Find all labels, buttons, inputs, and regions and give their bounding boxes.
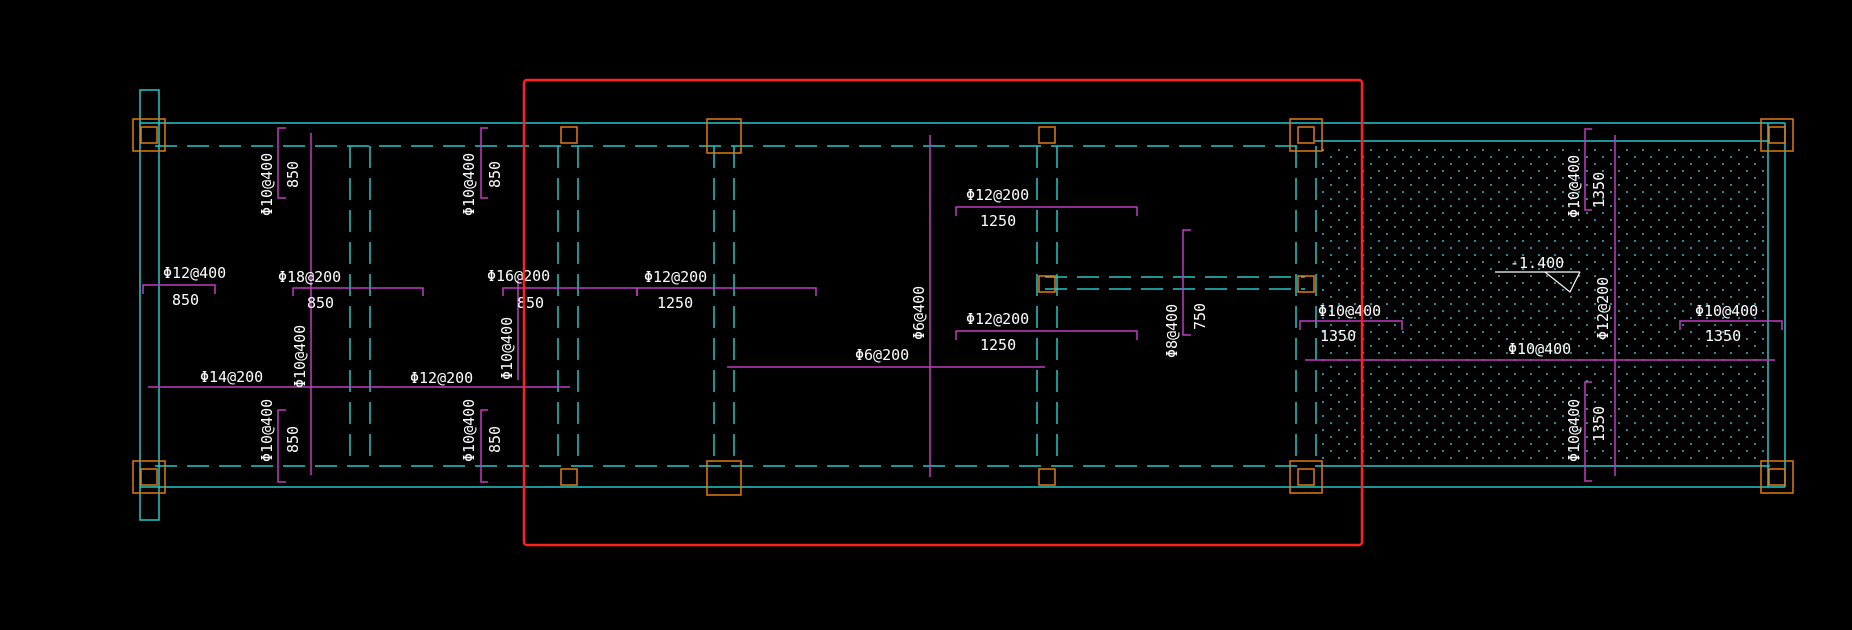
rebar-v-r-bot [1584, 381, 1592, 482]
label-l28: 850 [486, 426, 504, 453]
label-l25: Φ10@400 [258, 399, 276, 462]
rebar-h-r-2 [1679, 320, 1783, 330]
rebar-h-mid-1 [955, 206, 1138, 216]
label-l24: Φ10@400 [498, 317, 516, 380]
column-6 [706, 460, 742, 496]
elevation-text: -1.400 [1510, 254, 1564, 272]
rebar-h-r-1 [1299, 320, 1403, 330]
rebar-v-mid-short [1182, 229, 1191, 336]
column-13 [1760, 118, 1794, 152]
label-l32: Φ10@400 [1318, 302, 1381, 320]
label-l7: Φ18@200 [278, 268, 341, 286]
column-11 [1289, 460, 1323, 494]
labels-vertical: Φ10@400 850 Φ10@400 850 Φ10@400 Φ10@400 … [258, 153, 1612, 462]
rebar-v-1-top [277, 127, 286, 199]
label-l35: Φ10@400 [1508, 340, 1571, 358]
column-9 [1038, 275, 1056, 293]
column-5 [706, 118, 742, 154]
rebar-lines-group[interactable] [142, 127, 1783, 483]
label-l20: 750 [1191, 303, 1209, 330]
column-7 [1038, 126, 1056, 144]
rebar-h-mid-2 [955, 330, 1138, 340]
label-l3: Φ10@400 [460, 153, 478, 216]
column-13-inner [1768, 126, 1786, 144]
column-2-inner [140, 468, 158, 486]
label-l26: 850 [284, 426, 302, 453]
label-l30: 1350 [1590, 172, 1608, 208]
label-l4: 850 [486, 161, 504, 188]
label-l34: Φ10@400 [1565, 399, 1583, 462]
label-l29: Φ10@400 [1565, 155, 1583, 218]
label-l27: Φ10@400 [460, 399, 478, 462]
label-l18: Φ6@200 [855, 346, 909, 364]
label-l33: 1350 [1320, 327, 1356, 345]
columns-group[interactable] [132, 118, 1794, 496]
selection-rectangle[interactable] [522, 78, 1364, 547]
label-l13: Φ12@200 [966, 186, 1029, 204]
label-l16: Φ12@200 [966, 310, 1029, 328]
label-l11: Φ12@200 [644, 268, 707, 286]
column-2 [132, 460, 166, 494]
label-l8: 850 [307, 294, 334, 312]
label-l5: Φ12@400 [163, 264, 226, 282]
label-l6: 850 [172, 291, 199, 309]
label-l1: Φ10@400 [258, 153, 276, 216]
column-11-inner [1297, 468, 1315, 486]
label-l38: 1350 [1705, 327, 1741, 345]
rebar-h-4 [636, 287, 817, 296]
column-1 [132, 118, 166, 152]
label-l15: Φ6@400 [910, 286, 928, 340]
label-l10: 850 [517, 294, 544, 312]
column-4 [560, 468, 578, 486]
column-10-inner [1297, 126, 1315, 144]
dashed-beam-group [155, 145, 1317, 467]
label-l9: Φ16@200 [487, 267, 550, 285]
label-l19: Φ8@400 [1163, 304, 1181, 358]
label-l14: 1250 [980, 212, 1016, 230]
label-l22: Φ12@200 [410, 369, 473, 387]
label-l36: 1350 [1590, 406, 1608, 442]
beam-outline-group [139, 89, 1786, 521]
rebar-v-1-bot [277, 409, 286, 483]
labels-horizontal: Φ12@400 850 Φ18@200 850 Φ16@200 850 Φ12@… [163, 186, 1758, 387]
label-l37: Φ10@400 [1695, 302, 1758, 320]
rebar-v-r-top [1584, 128, 1592, 211]
rebar-h-1 [142, 284, 216, 294]
column-8 [1038, 468, 1056, 486]
label-l31: Φ12@200 [1594, 277, 1612, 340]
rebar-h-2 [292, 287, 424, 296]
column-14 [1760, 460, 1794, 494]
column-stub-left [139, 89, 160, 521]
elevation-triangle [1544, 271, 1581, 293]
column-14-inner [1768, 468, 1786, 486]
column-1-inner [140, 126, 158, 144]
label-l2: 850 [284, 161, 302, 188]
column-3 [560, 126, 578, 144]
label-l23: Φ10@400 [291, 325, 309, 388]
rebar-v-2-top [480, 127, 488, 199]
label-l21: Φ14@200 [200, 368, 263, 386]
column-12 [1297, 275, 1315, 293]
label-l12: 1250 [657, 294, 693, 312]
label-l17: 1250 [980, 336, 1016, 354]
rebar-v-2-bot [480, 409, 488, 483]
hatched-slab-area [1317, 146, 1767, 464]
column-10 [1289, 118, 1323, 152]
elevation-marker [1495, 271, 1581, 293]
